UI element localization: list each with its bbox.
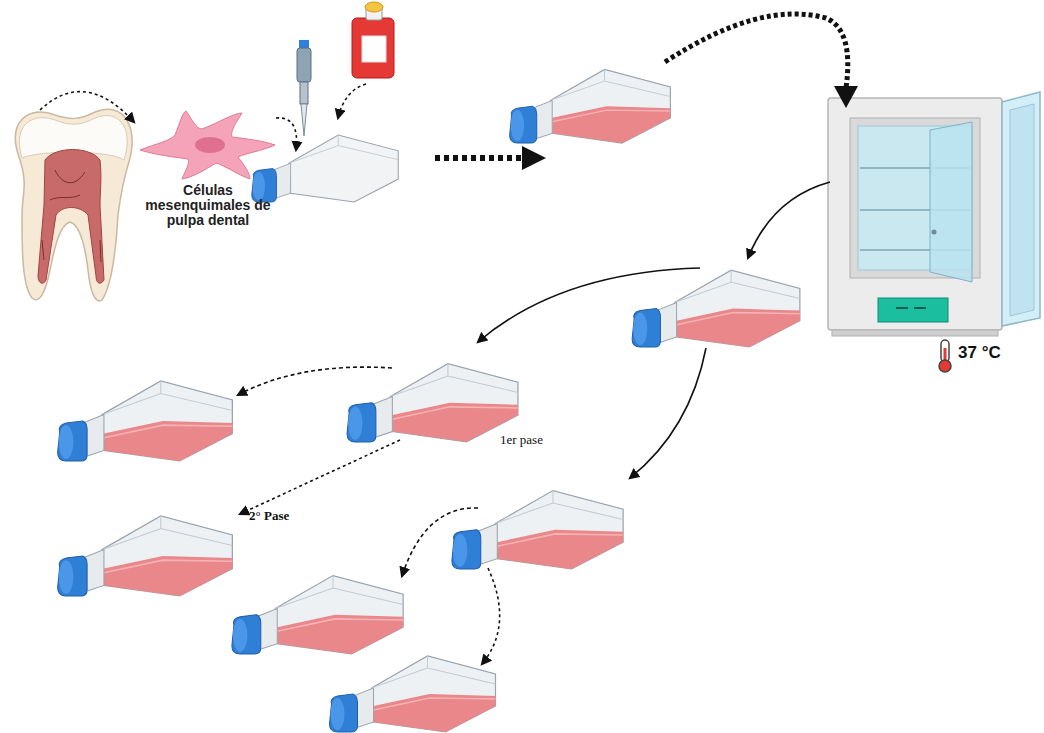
solid-arrow <box>630 348 706 478</box>
tooth-outline <box>15 109 132 301</box>
dotted-arrow <box>276 118 297 150</box>
door-knob <box>932 230 937 235</box>
culture-flask <box>632 270 800 347</box>
culture-flask <box>452 491 623 569</box>
tooth-illustration <box>15 109 132 301</box>
pipette-tip <box>301 104 307 136</box>
thick-dashed-arrow <box>435 155 522 161</box>
culture-flask <box>330 656 496 732</box>
incubator-body <box>828 98 1002 330</box>
cell-nucleus <box>195 137 225 153</box>
pipette-icon <box>297 40 311 136</box>
thermometer-stem <box>941 340 949 362</box>
incubator-glass-door <box>930 122 972 282</box>
pipette-body <box>297 48 311 82</box>
door-window <box>1010 104 1034 316</box>
cell-shape <box>138 105 278 183</box>
bottle-label <box>362 36 386 62</box>
dashed-arrow <box>238 367 392 395</box>
thick-arrowhead <box>522 146 546 170</box>
incubator-base <box>832 330 998 336</box>
temperature-label: 37 °C <box>958 343 1001 363</box>
passage-label: 2° Pase <box>249 508 289 524</box>
bottle-body <box>352 18 394 78</box>
thermometer-icon <box>939 340 951 372</box>
dashed-arrow <box>402 508 478 576</box>
incubator-door <box>1002 92 1040 326</box>
incubator <box>828 92 1040 336</box>
cell-body <box>140 111 275 179</box>
culture-flask <box>232 576 403 654</box>
thick-dotted-arrow <box>665 14 848 88</box>
thick-arrowhead <box>834 86 858 108</box>
culture-flask <box>510 69 671 143</box>
cell-caption: Células mesenquimales de pulpa dental <box>138 183 278 228</box>
culture-flask <box>347 364 518 442</box>
dotted-arrow <box>338 84 366 118</box>
dotted-arrow <box>482 568 500 664</box>
process-arrows <box>40 14 848 664</box>
pulp-vessels <box>42 170 101 262</box>
pipette-button <box>299 40 309 48</box>
control-panel <box>878 298 948 322</box>
pipette-shaft <box>300 82 308 104</box>
dotted-arrow <box>40 92 134 122</box>
culture-flask <box>58 381 233 461</box>
solid-arrow <box>478 268 700 342</box>
cell-node: Células mesenquimales de pulpa dental <box>138 105 278 228</box>
tooth-pulp <box>38 150 104 284</box>
solid-arrow <box>748 182 830 258</box>
bottle-cap <box>365 2 383 12</box>
panel-display <box>896 307 926 309</box>
medium-bottle <box>352 2 394 78</box>
passage-label: 1er pase <box>500 432 543 448</box>
thermometer-bulb <box>939 360 951 372</box>
dotted-arrow <box>240 440 400 514</box>
culture-flask <box>58 516 233 596</box>
